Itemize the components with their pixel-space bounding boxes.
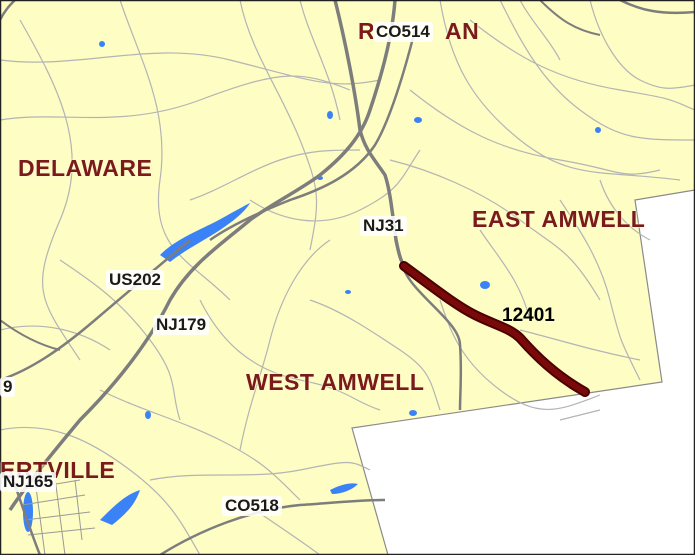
label-west-amwell: WEST AMWELL (246, 369, 425, 395)
road-label-co518: CO518 (222, 496, 282, 516)
road-label-us202: US202 (106, 270, 164, 290)
county-boundary (351, 189, 695, 555)
label-top-partial-2: AN (445, 18, 480, 44)
road-label-nj165: NJ165 (0, 472, 57, 492)
label-delaware: DELAWARE (18, 155, 153, 181)
road-label-nj31: NJ31 (360, 216, 407, 236)
road-label-nj179: NJ179 (153, 315, 210, 335)
label-top-partial: R (358, 18, 376, 44)
segment-label-12401: 12401 (502, 305, 555, 326)
label-east-amwell: EAST AMWELL (472, 206, 646, 232)
road-label-left-partial: 9 (0, 377, 16, 397)
highlighted-route-core (401, 263, 588, 395)
road-label-co514: CO514 (373, 22, 433, 42)
